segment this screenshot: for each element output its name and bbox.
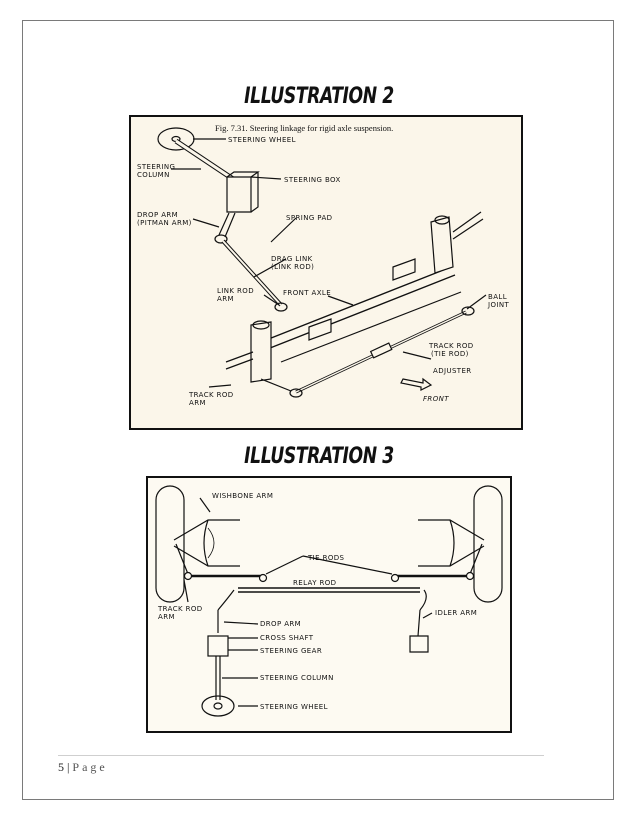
label-steering-gear: STEERING GEAR	[260, 647, 322, 655]
illustration-2-figure: Fig. 7.31. Steering linkage for rigid ax…	[129, 115, 523, 430]
label-ball-joint-2: JOINT	[487, 301, 509, 309]
illustration-2-heading: ILLUSTRATION 2	[244, 84, 394, 109]
right-wheel-shape	[473, 485, 503, 603]
label-spring-pad: SPRING PAD	[286, 214, 332, 222]
label-ball-joint-1: BALL	[488, 293, 507, 301]
page-border	[22, 20, 614, 800]
label-cross-shaft: CROSS SHAFT	[260, 634, 314, 642]
label-drop-arm: DROP ARM	[260, 620, 301, 628]
label-front-axle: FRONT AXLE	[283, 289, 331, 297]
page-number: 5	[58, 760, 64, 774]
label-link-rod-arm-2: ARM	[217, 295, 234, 303]
illustration-3-figure: WISHBONE ARM TIE RODS RELAY ROD TRACK RO…	[146, 476, 512, 733]
label-steering-wheel: STEERING WHEEL	[260, 703, 328, 711]
label-adjuster: ADJUSTER	[433, 367, 472, 375]
label-drop-arm-1: DROP ARM	[137, 211, 178, 219]
label-track-rod-arm-2: ARM	[158, 613, 175, 621]
label-wishbone-arm: WISHBONE ARM	[212, 492, 273, 500]
steering-layout-diagram: WISHBONE ARM TIE RODS RELAY ROD TRACK RO…	[155, 485, 503, 717]
label-relay-rod: RELAY ROD	[293, 579, 336, 587]
footer-separator: |	[67, 760, 70, 774]
label-track-rod-1: TRACK ROD	[428, 342, 474, 350]
label-steering-box: STEERING BOX	[284, 176, 341, 184]
label-steering-column-1: STEERING	[137, 163, 175, 171]
label-steering-column: STEERING COLUMN	[260, 674, 334, 682]
label-idler-arm: IDLER ARM	[435, 609, 477, 617]
label-tie-rods: TIE RODS	[307, 554, 345, 562]
steering-box-shape	[226, 176, 252, 213]
steering-gear-shape	[207, 635, 229, 657]
label-drop-arm-2: (PITMAN ARM)	[137, 219, 192, 227]
footer-divider	[58, 755, 544, 756]
label-steering-column-2: COLUMN	[137, 171, 170, 179]
left-wheel-shape	[155, 485, 185, 603]
label-drag-link-2: (LINK ROD)	[271, 263, 314, 271]
steering-linkage-diagram: Fig. 7.31. Steering linkage for rigid ax…	[137, 123, 509, 407]
label-steering-wheel: STEERING WHEEL	[228, 136, 296, 144]
figure-caption: Fig. 7.31. Steering linkage for rigid ax…	[215, 123, 393, 133]
page-footer: 5|Page	[58, 760, 108, 775]
page-word: Page	[72, 760, 108, 774]
label-track-rod-arm-2: ARM	[189, 399, 206, 407]
label-track-rod-arm-1: TRACK ROD	[157, 605, 203, 613]
label-drag-link-1: DRAG LINK	[271, 255, 313, 263]
label-link-rod-arm-1: LINK ROD	[217, 287, 254, 295]
steering-wheel-shape-3	[201, 695, 235, 717]
label-track-rod-2: (TIE ROD)	[431, 350, 469, 358]
label-front: FRONT	[423, 395, 449, 403]
label-track-rod-arm-1: TRACK ROD	[188, 391, 234, 399]
illustration-3-heading: ILLUSTRATION 3	[244, 444, 394, 469]
